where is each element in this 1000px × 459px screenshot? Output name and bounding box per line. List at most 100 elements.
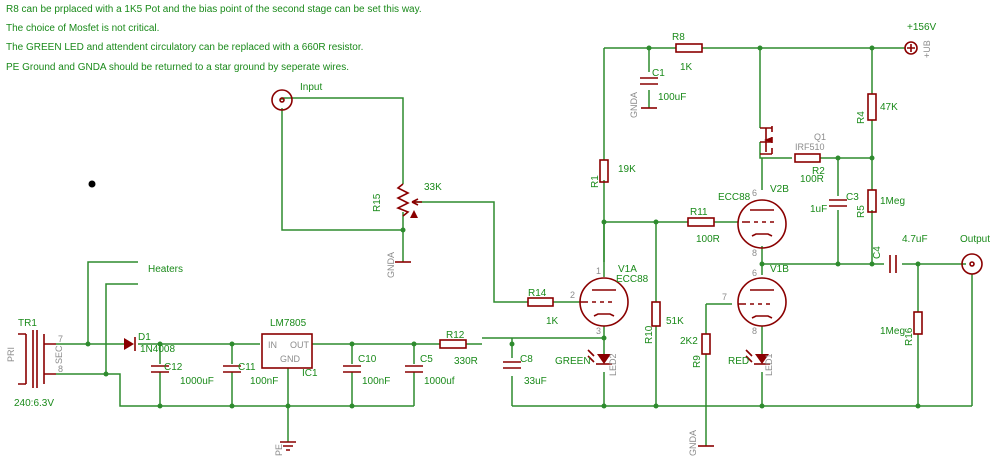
v1b-triode xyxy=(737,277,787,327)
r8-resistor xyxy=(675,43,703,53)
c10-name: C10 xyxy=(358,354,377,365)
r10-value: 51K xyxy=(666,316,684,327)
r16-resistor xyxy=(913,311,923,335)
r4-value: 47K xyxy=(880,102,898,113)
v1b-pin6: 6 xyxy=(752,268,757,278)
wires xyxy=(56,47,973,446)
c3-capacitor xyxy=(829,199,847,207)
r10-name: R10 xyxy=(644,325,655,344)
c12-name: C12 xyxy=(164,362,183,373)
junctions xyxy=(85,45,921,409)
ic1-pin-gnd: GND xyxy=(280,354,301,364)
ic1-pin-in: IN xyxy=(268,340,277,350)
r1-name: R1 xyxy=(590,175,601,188)
r4-resistor xyxy=(867,93,877,121)
led2-color: GREEN xyxy=(555,356,591,367)
c10-capacitor xyxy=(343,365,361,373)
v2b-name: V2B xyxy=(770,184,789,195)
stray-dot xyxy=(88,180,96,188)
pe-label: PE xyxy=(274,444,284,456)
c8-value: 33uF xyxy=(524,376,547,387)
tr1-pin8: 8 xyxy=(58,364,63,374)
tr1-pin7: 7 xyxy=(58,334,63,344)
note-3: The GREEN LED and attendent circulatory … xyxy=(6,42,363,53)
v2b-pin8: 8 xyxy=(752,248,757,258)
note-2: The choice of Mosfet is not critical. xyxy=(6,23,159,34)
r11-value: 100R xyxy=(696,234,720,245)
tr1-transformer xyxy=(18,330,56,388)
r14-value: 1K xyxy=(546,316,559,327)
r11-name: R11 xyxy=(690,207,708,218)
q1-value: IRF510 xyxy=(795,142,825,152)
r2-name: R2 xyxy=(812,166,825,177)
c5-capacitor xyxy=(405,365,423,373)
note-1: R8 can be prplaced with a 1K5 Pot and th… xyxy=(6,4,422,15)
input-label: Input xyxy=(300,82,322,93)
c11-capacitor xyxy=(223,365,241,373)
supply-terminal: +156V +UB xyxy=(904,22,937,58)
tr1-sec: SEC xyxy=(54,345,64,364)
d1-value: 1N4008 xyxy=(140,344,175,355)
v2b-pin6: 6 xyxy=(752,188,757,198)
c4-name: C4 xyxy=(872,246,883,259)
r8-value: 1K xyxy=(680,62,693,73)
r2-resistor xyxy=(794,153,821,163)
r2-value: 100R xyxy=(800,174,824,185)
d1-diode xyxy=(124,337,136,351)
r15-value: 33K xyxy=(424,182,442,193)
led1-color: RED xyxy=(728,356,749,367)
v1a-pin1: 1 xyxy=(596,266,601,276)
ic1-pin-out: OUT xyxy=(290,340,310,350)
v2b-triode xyxy=(737,199,787,249)
c8-name: C8 xyxy=(520,354,533,365)
r5-value: 1Meg xyxy=(880,196,905,207)
input-connector xyxy=(271,89,293,111)
c1-value: 100uF xyxy=(658,92,686,103)
v1a-triode xyxy=(579,277,629,327)
d1-name: D1 xyxy=(138,332,151,343)
q1-name: Q1 xyxy=(814,132,826,142)
r12-value: 330R xyxy=(454,356,478,367)
c4-capacitor xyxy=(889,255,897,273)
v1b-pin7: 7 xyxy=(722,292,727,302)
led1-diode xyxy=(745,349,770,365)
r11-resistor xyxy=(687,217,715,227)
r10-resistor xyxy=(651,301,661,327)
c4-value: 4.7uF xyxy=(902,234,928,245)
gnda-input-label: GNDA xyxy=(386,252,396,278)
c10-value: 100nF xyxy=(362,376,390,387)
supply-label: +156V xyxy=(907,22,937,33)
r9-name: R9 xyxy=(692,355,703,368)
r15-potentiometer xyxy=(396,183,422,218)
r12-name: R12 xyxy=(446,330,465,341)
c3-name: C3 xyxy=(846,192,859,203)
r5-name: R5 xyxy=(856,205,867,218)
r9-value: 2K2 xyxy=(680,336,698,347)
tr1-name: TR1 xyxy=(18,318,37,329)
c5-value: 1000uf xyxy=(424,376,455,387)
r1-resistor xyxy=(599,159,609,183)
led2-name: LED2 xyxy=(608,353,618,376)
output-label: Output xyxy=(960,234,990,245)
c5-name: C5 xyxy=(420,354,433,365)
c8-capacitor xyxy=(503,361,521,369)
r14-name: R14 xyxy=(528,288,547,299)
r5-resistor xyxy=(867,189,877,213)
output-connector xyxy=(961,253,983,275)
v1a-value: ECC88 xyxy=(616,274,649,285)
pe-ground-symbol xyxy=(280,441,296,451)
ic1-name: IC1 xyxy=(302,368,318,379)
r1-value: 19K xyxy=(618,164,636,175)
r14-resistor xyxy=(527,297,554,307)
led1-name: LED1 xyxy=(764,353,774,376)
c12-value: 1000uF xyxy=(180,376,214,387)
supply-net-label: +UB xyxy=(922,40,932,58)
v1a-pin2: 2 xyxy=(570,290,575,300)
tr1-pri: PRI xyxy=(6,347,16,362)
r9-resistor xyxy=(701,333,711,355)
c3-value: 1uF xyxy=(810,204,827,215)
c12-capacitor xyxy=(151,365,169,373)
c1-name: C1 xyxy=(652,68,665,79)
c1-capacitor xyxy=(640,77,658,85)
ic1-part: LM7805 xyxy=(270,318,307,329)
